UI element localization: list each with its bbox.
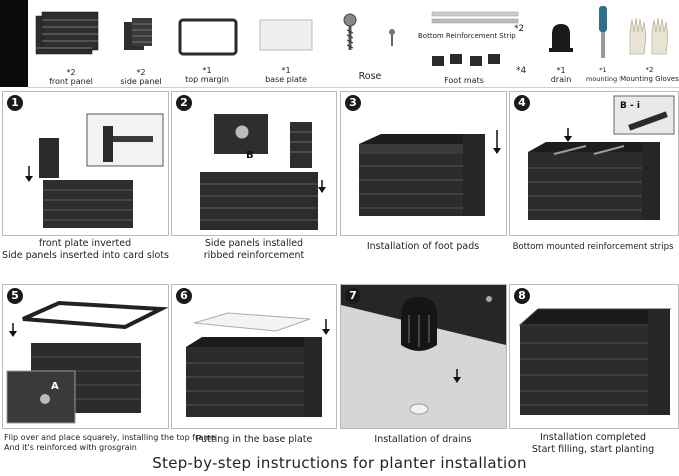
step-8-illustration xyxy=(518,308,672,415)
gloves-icon xyxy=(629,17,669,55)
foot-mats-qty: *4 xyxy=(516,66,527,76)
front-panel-image xyxy=(35,11,99,55)
step-8-badge: 8 xyxy=(514,288,530,304)
step-3-illustration xyxy=(359,130,501,216)
step-5-illustration: A xyxy=(6,300,168,424)
step-5-caption: Flip over and place squarely, installing… xyxy=(4,433,216,452)
step-7-illustration xyxy=(341,285,506,415)
step-2-badge: 2 xyxy=(176,95,192,111)
callout-a: A xyxy=(51,381,59,392)
step-3-caption: Installation of foot pads xyxy=(366,241,480,252)
step-4-badge: 4 xyxy=(514,95,530,111)
step-1-badge: 1 xyxy=(7,95,23,111)
step-7-badge: 7 xyxy=(345,288,361,304)
side-panel-image xyxy=(124,18,152,50)
step-8-panel: 8 xyxy=(509,284,679,429)
header-strip xyxy=(0,0,28,87)
foot-mat-image xyxy=(432,54,500,66)
step-6-badge: 6 xyxy=(176,288,192,304)
step-4-illustration: B - i xyxy=(528,95,675,220)
step-4-panel: 4 B - i xyxy=(509,91,679,236)
base-plate-image xyxy=(259,19,313,51)
foot-mats-label: Foot mats xyxy=(444,76,484,85)
step-2-panel: 2 B xyxy=(171,91,337,236)
step-3-badge: 3 xyxy=(345,95,361,111)
strip-image xyxy=(431,11,519,24)
step-6-caption: Putting in the base plate xyxy=(195,434,313,445)
step-1-panel: 1 xyxy=(2,91,169,236)
callout-b: B xyxy=(246,150,254,161)
rose-label: Rose xyxy=(358,71,382,82)
part-rose: Rose xyxy=(326,0,415,88)
step-2-illustration: B xyxy=(200,114,326,230)
step-7-caption: Installation of drains xyxy=(374,434,472,445)
drain-icon xyxy=(549,24,573,52)
callout-b-i: B - i xyxy=(620,101,640,111)
top-margin-image xyxy=(178,18,238,56)
strip-label: Bottom Reinforcement Strip xyxy=(418,32,516,40)
step-6-panel: 6 xyxy=(171,284,337,429)
step-4-caption: Bottom mounted reinforcement strips xyxy=(512,242,674,252)
screwdriver-icon xyxy=(599,6,607,58)
strip-qty: *2 xyxy=(514,24,525,34)
instructions-title: Step-by-step instructions for planter in… xyxy=(152,454,527,472)
step-5-badge: 5 xyxy=(7,288,23,304)
step-5-panel: 5 A xyxy=(2,284,169,429)
step-1-illustration xyxy=(25,113,164,228)
screw-icon xyxy=(343,13,395,50)
step-3-panel: 3 xyxy=(340,91,507,236)
part-reinforcement-strip: Bottom Reinforcement Strip *2 Foot mats … xyxy=(414,0,537,88)
step-7-panel: 7 xyxy=(340,284,507,429)
step-6-illustration xyxy=(186,312,330,417)
